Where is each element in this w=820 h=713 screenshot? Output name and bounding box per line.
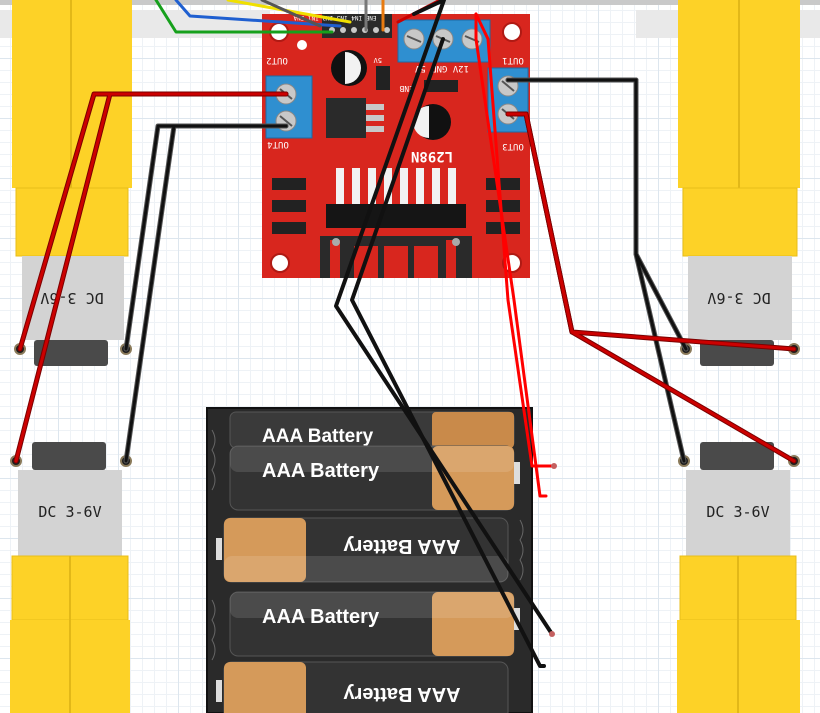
v5-label: 5V xyxy=(373,56,382,64)
motor-bottom-right-label: DC 3-6V xyxy=(706,503,769,521)
wire-end xyxy=(549,631,555,637)
power-label: 12V GND 5V xyxy=(414,63,469,73)
enb-label: ENB xyxy=(399,84,414,93)
top-edge xyxy=(0,0,820,5)
motor-bottom-left[interactable]: DC 3-6V xyxy=(10,442,132,713)
heatsink xyxy=(320,168,472,278)
motor-bottom-right[interactable]: DC 3-6V xyxy=(677,442,800,713)
wire-blue[interactable] xyxy=(174,0,342,28)
motor-top-right-label: DC 3-6V xyxy=(707,289,770,307)
out3-label: OUT3 xyxy=(502,141,524,151)
battery-cell: AAA Battery xyxy=(229,411,515,449)
motor-top-right[interactable]: DC 3-6V xyxy=(678,0,800,366)
motor-bottom-left-label: DC 3-6V xyxy=(38,503,101,521)
motor-top-left-label: DC 3-6V xyxy=(40,289,103,307)
battery-cell-5-label: AAA Battery xyxy=(343,683,461,705)
battery-cell: AAA Battery xyxy=(216,661,509,713)
battery-holder[interactable]: AAA Battery AAA Battery AAA Battery AAA … xyxy=(206,407,533,713)
wire-red-battery[interactable] xyxy=(474,12,548,498)
pins-label: ENB IN4 IN3 IN2 IN1 ENA xyxy=(293,14,376,21)
wire-end xyxy=(551,463,557,469)
mount-hole xyxy=(502,22,522,42)
battery-cell-3-label: AAA Battery xyxy=(343,535,461,557)
chip-label: L298N xyxy=(411,148,453,164)
voltage-regulator xyxy=(326,98,366,138)
wire-red-battery-2[interactable] xyxy=(474,12,556,468)
battery-cell: AAA Battery xyxy=(229,445,520,511)
wire-black-left-motors[interactable] xyxy=(124,124,288,463)
wire-black-right-motors[interactable] xyxy=(506,78,688,463)
diode xyxy=(272,200,306,212)
wire-red-right-motors[interactable] xyxy=(506,112,796,463)
diode xyxy=(486,178,520,190)
diode xyxy=(272,178,306,190)
wire-black-battery-2[interactable] xyxy=(334,0,554,636)
wire-green[interactable] xyxy=(154,0,334,34)
battery-cell: AAA Battery xyxy=(229,591,520,657)
wires xyxy=(13,0,797,668)
l298n-driver-board[interactable]: ENB IN4 IN3 IN2 IN1 ENA 12V GND 5V OUT2 … xyxy=(262,14,530,278)
battery-cell-4-label: AAA Battery xyxy=(262,606,380,628)
wire-grey[interactable] xyxy=(260,0,322,28)
out4-label: OUT4 xyxy=(267,139,289,149)
enb-jumper[interactable] xyxy=(424,80,458,92)
diode xyxy=(486,200,520,212)
mount-hole xyxy=(270,253,290,273)
out1-label: OUT1 xyxy=(502,55,524,65)
battery-cell-1-label: AAA Battery xyxy=(262,426,374,447)
wire-black-battery[interactable] xyxy=(350,37,546,668)
out2-label: OUT2 xyxy=(266,55,288,65)
battery-cell: AAA Battery xyxy=(216,517,509,583)
diode xyxy=(272,222,306,234)
wire-red-left-motors[interactable] xyxy=(14,92,288,463)
battery-cell-2-label: AAA Battery xyxy=(262,460,380,482)
